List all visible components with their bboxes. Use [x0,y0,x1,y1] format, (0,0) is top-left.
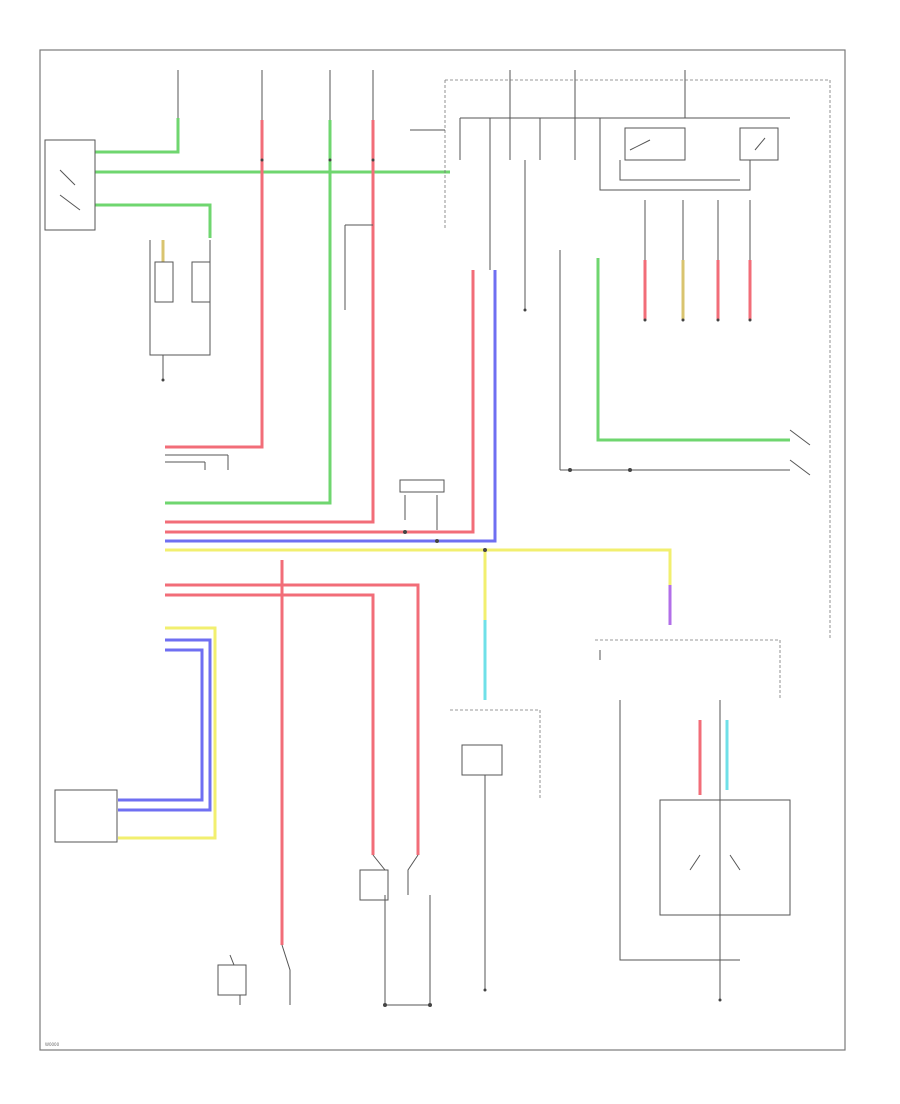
relay-box-1 [624,127,686,161]
bcm-module [54,789,118,843]
wire-green-right [596,258,790,442]
wire-blue-can [165,270,497,543]
wire-red-accessory [165,120,375,524]
wire-blue-sensor-2 [118,648,204,802]
diagram-border [39,49,846,1051]
footer-code: W0000 [45,1042,60,1047]
circuit-lines [44,70,831,1006]
wire-green-switch [95,203,212,238]
connector-dots [161,158,752,1007]
wire-red-mid [165,270,475,534]
wire-red-long-2 [165,583,420,855]
wire-yellow-sensor [118,626,217,840]
trunk-unit [461,744,503,776]
wire-green-top-left [95,118,180,154]
wire-green-ign [165,120,332,505]
wire-yellow-can [165,548,672,585]
wire-red-long-3 [165,593,375,855]
joint-connector [399,479,445,493]
colored-wires [95,118,790,945]
door-switch-box [359,869,389,901]
switch-box-left [44,139,96,231]
wire-blue-sensor [118,638,212,812]
relay-box-2 [739,127,779,161]
wire-red-fuse [165,120,264,449]
